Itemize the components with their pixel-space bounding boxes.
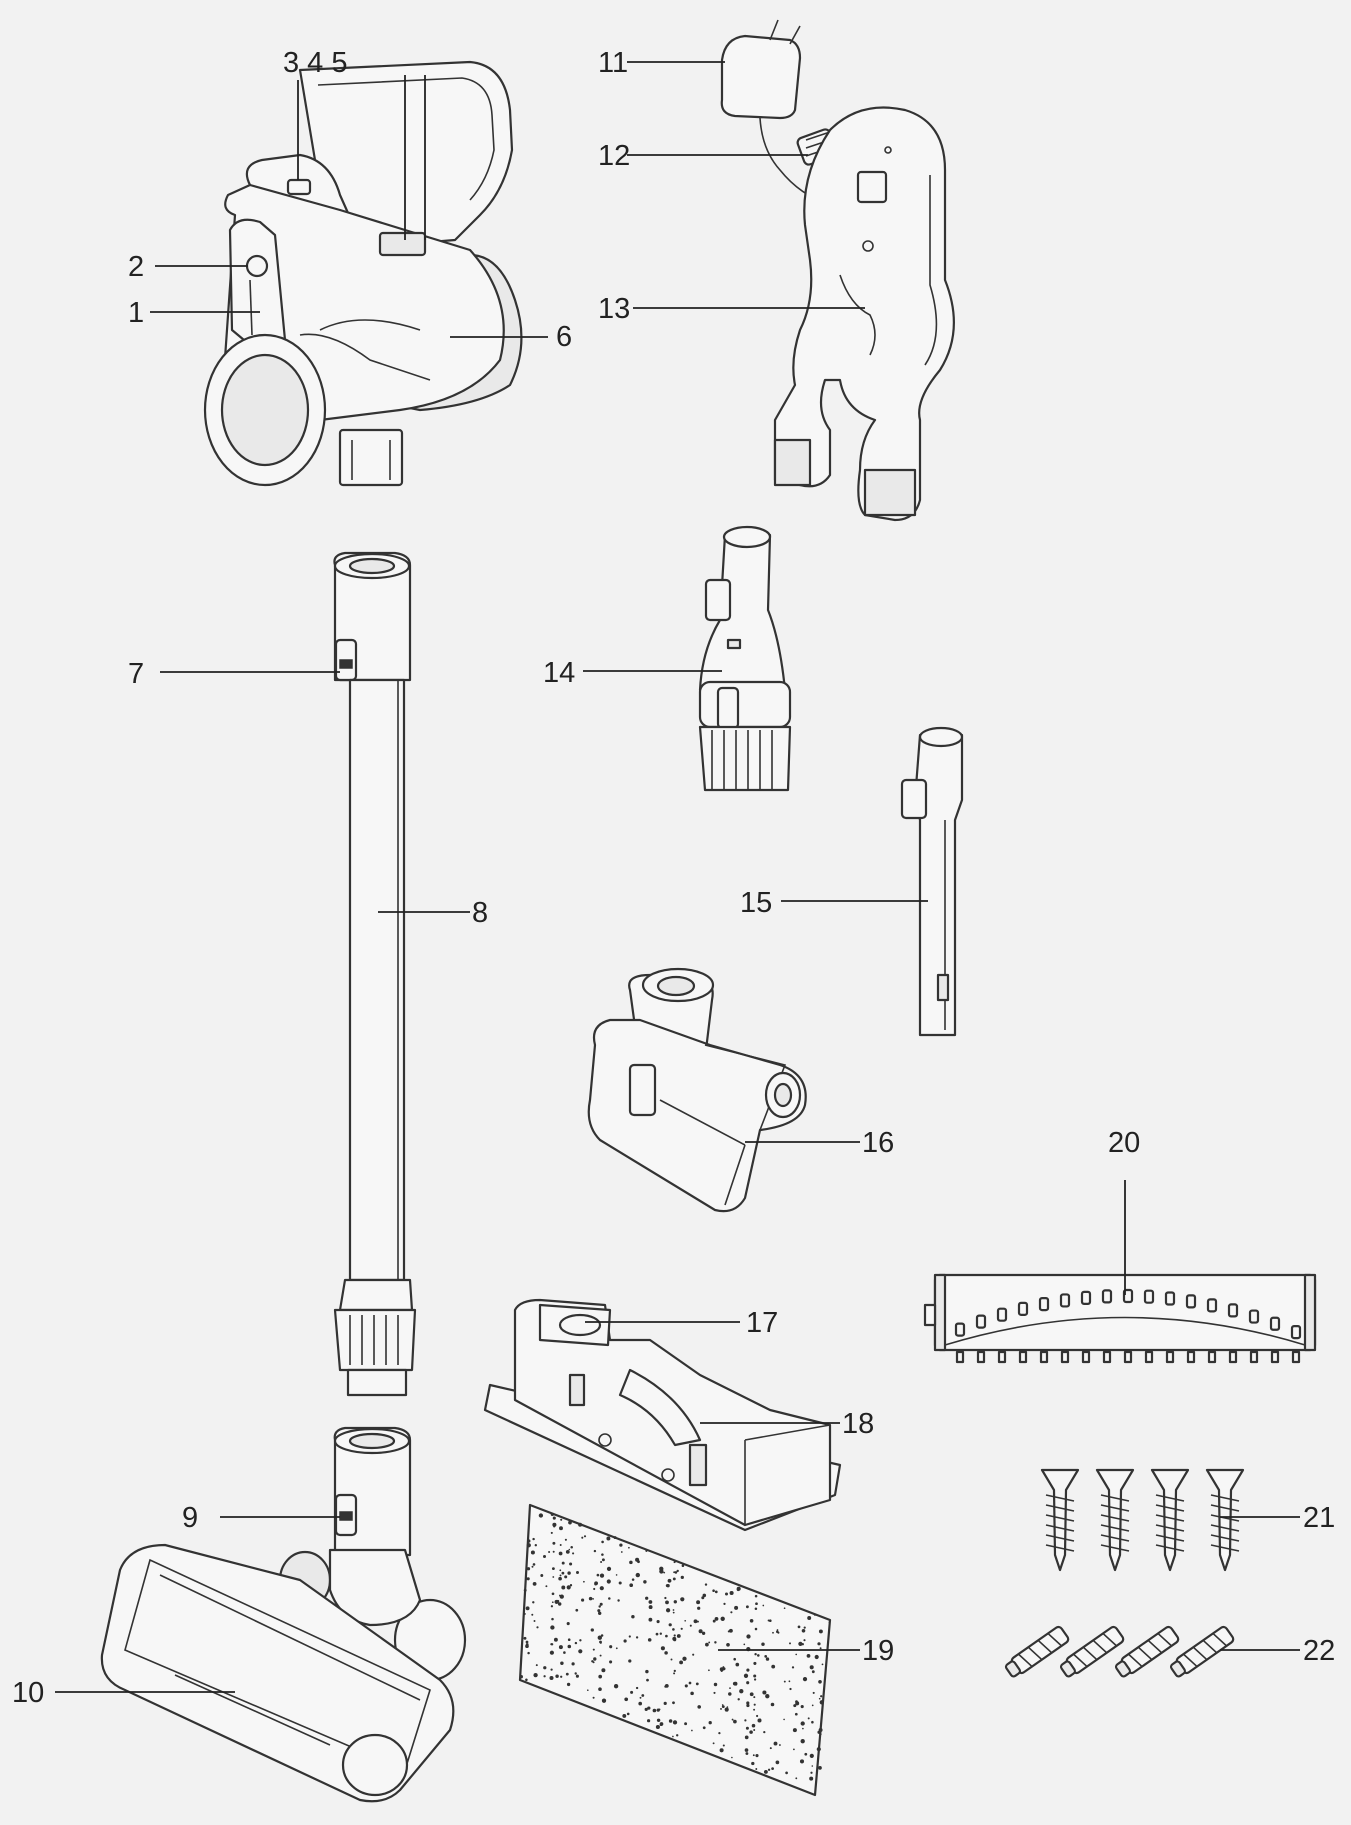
bristle	[976, 1350, 986, 1364]
wall-plug	[1004, 1625, 1070, 1678]
label-9: 9	[182, 1502, 198, 1534]
label-21: 21	[1303, 1502, 1335, 1534]
wall-plug	[1059, 1625, 1125, 1678]
part-roller-brush	[923, 1273, 1317, 1364]
part-screws	[1040, 1468, 1245, 1572]
bristle	[1143, 1289, 1155, 1304]
bristle	[954, 1322, 966, 1337]
bristle	[1060, 1350, 1070, 1364]
part-wall-mount	[773, 106, 955, 522]
label-18: 18	[842, 1408, 874, 1440]
part-mop-cloth	[518, 1503, 832, 1797]
label-1: 1	[128, 297, 144, 329]
bristle	[1039, 1350, 1049, 1364]
label-11: 11	[598, 47, 628, 79]
bristle	[1249, 1350, 1259, 1364]
label-20: 20	[1108, 1127, 1140, 1159]
label-12: 12	[598, 140, 630, 172]
label-19: 19	[862, 1635, 894, 1667]
bristle	[1248, 1309, 1260, 1324]
label-15: 15	[740, 887, 772, 919]
cloth-texture	[519, 1512, 831, 1781]
screw	[1205, 1468, 1245, 1572]
bristle	[1290, 1324, 1302, 1340]
bristle	[1186, 1350, 1196, 1364]
part-floor-brush-head	[100, 1426, 467, 1803]
part-main-body	[203, 60, 523, 487]
bristle	[1081, 1350, 1091, 1364]
bristle	[1185, 1294, 1197, 1309]
label-7: 7	[128, 658, 144, 690]
screw	[1040, 1468, 1080, 1572]
label-17: 17	[746, 1307, 778, 1339]
roller-bristles	[954, 1288, 1302, 1364]
bristle	[1038, 1296, 1050, 1312]
bristle	[1059, 1293, 1071, 1308]
bristle	[1102, 1350, 1112, 1364]
part-mop-water-tank	[483, 1298, 842, 1532]
bristle	[1269, 1316, 1281, 1331]
part-mini-motorized-brush	[587, 967, 807, 1213]
bristle	[1206, 1298, 1218, 1313]
bristle	[996, 1307, 1008, 1322]
bristle	[955, 1350, 965, 1364]
label-3-4-5: 3 4 5	[283, 47, 348, 79]
bristle	[1291, 1350, 1301, 1364]
leader-lines	[55, 61, 1300, 1693]
part-extension-tube	[333, 551, 417, 1397]
bristle	[1017, 1301, 1029, 1316]
bristle	[1123, 1350, 1133, 1364]
bristle	[1144, 1350, 1154, 1364]
bristle	[975, 1314, 987, 1329]
bristle	[1164, 1291, 1176, 1306]
bristle	[997, 1350, 1007, 1364]
wall-plug	[1169, 1625, 1235, 1678]
part-wall-plugs	[1004, 1625, 1235, 1678]
bristle	[1122, 1288, 1134, 1304]
bristle	[1228, 1350, 1238, 1364]
screw	[1095, 1468, 1135, 1572]
label-8: 8	[472, 897, 488, 929]
bristle	[1270, 1350, 1280, 1364]
label-10: 10	[12, 1677, 44, 1709]
label-14: 14	[543, 657, 575, 689]
label-16: 16	[862, 1127, 894, 1159]
bristle	[1207, 1350, 1217, 1364]
wall-plug	[1114, 1625, 1180, 1678]
label-13: 13	[598, 293, 630, 325]
part-combination-brush-tool	[698, 525, 792, 792]
bristle	[1165, 1350, 1175, 1364]
bristle	[1227, 1303, 1239, 1318]
label-22: 22	[1303, 1635, 1335, 1667]
bristle	[1080, 1290, 1092, 1305]
label-6: 6	[556, 321, 572, 353]
bristle	[1018, 1350, 1028, 1364]
screw	[1150, 1468, 1190, 1572]
label-2: 2	[128, 251, 144, 283]
bristle	[1101, 1289, 1113, 1304]
part-crevice-tool	[900, 726, 964, 1037]
callout-labels: 1 2 3 4 5 6 7 8 9 10 11 12 13 14 15 16 1…	[12, 47, 1335, 1709]
